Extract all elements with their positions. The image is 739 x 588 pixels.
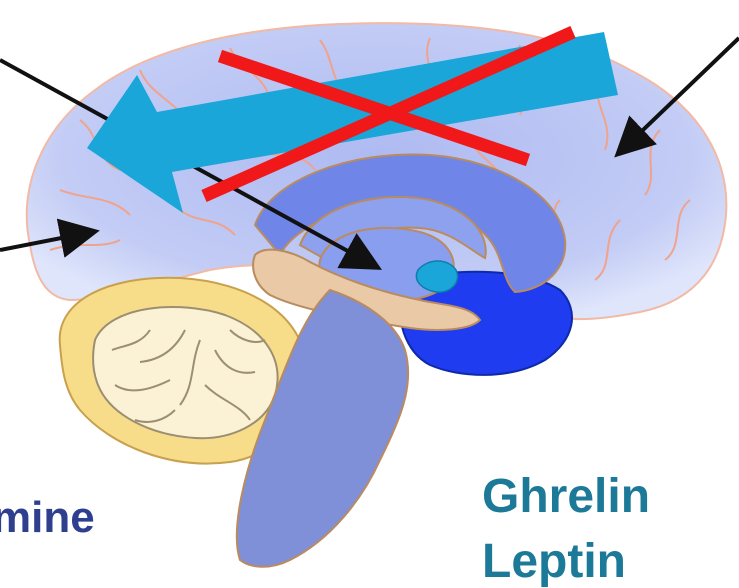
label-ghrelin: Ghrelin [482,473,650,521]
label-dopamine: mine [0,496,95,540]
label-leptin: Leptin [482,538,626,586]
hypothalamus-nucleus [416,261,457,292]
